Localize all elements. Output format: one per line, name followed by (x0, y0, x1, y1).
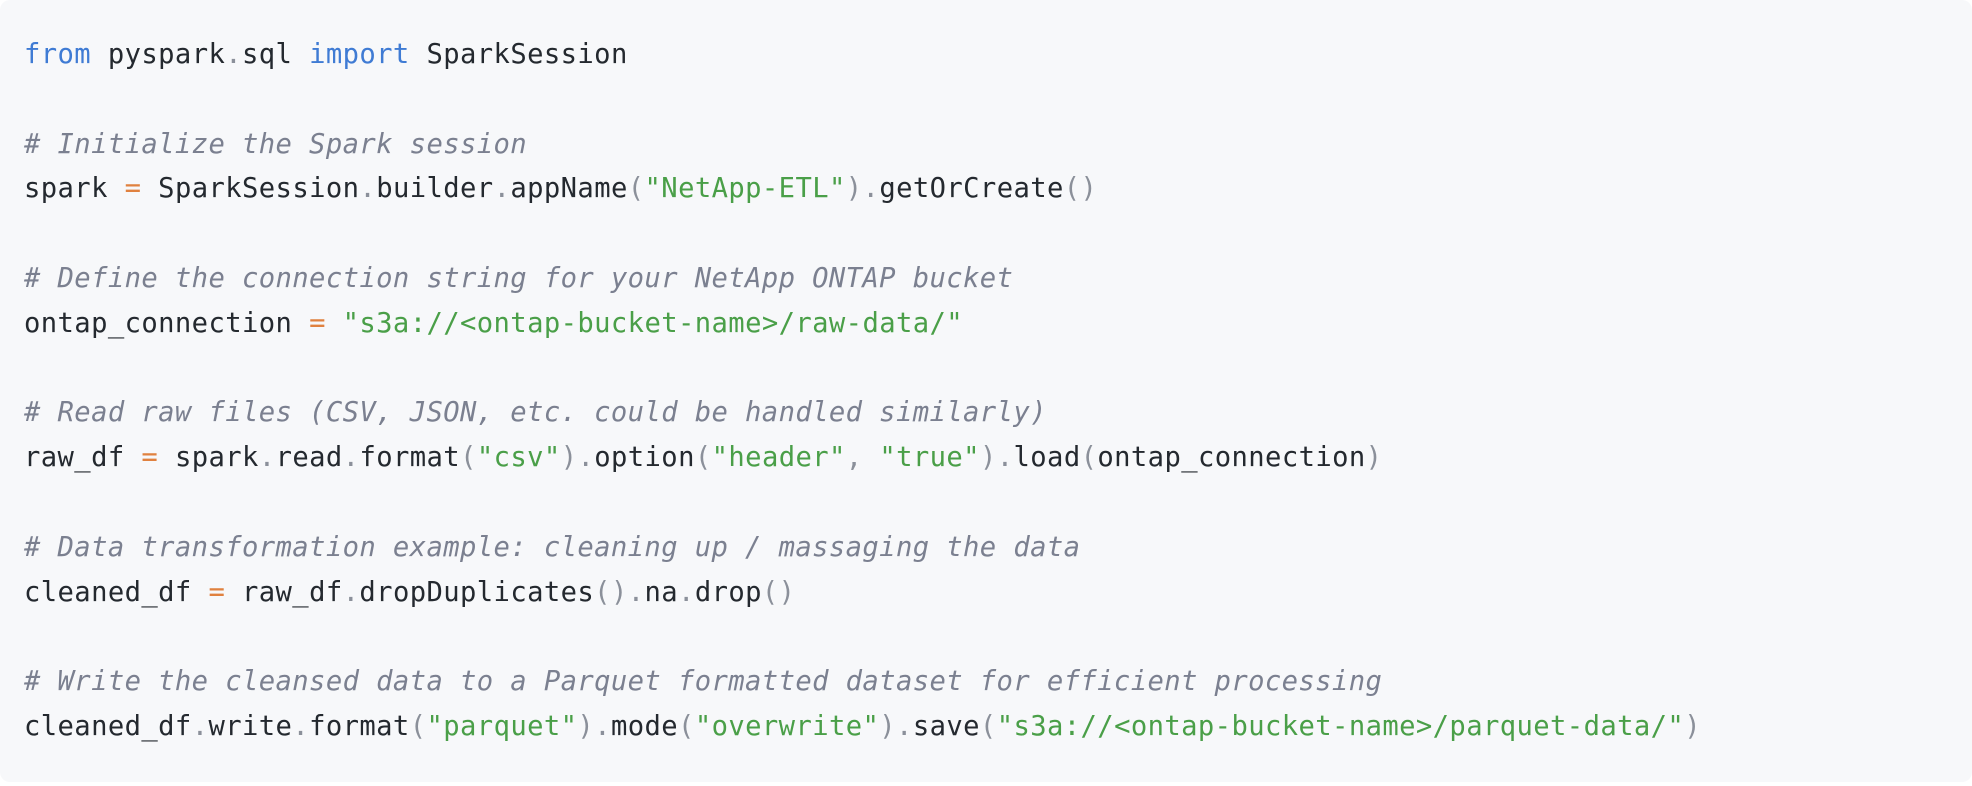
code-punctuation: ) (1684, 710, 1701, 742)
code-line: cleaned_df.write.format("parquet").mode(… (24, 705, 1948, 750)
code-text: ontap_connection (1097, 442, 1366, 474)
code-string: "s3a://<ontap-bucket-name>/parquet-data/… (996, 710, 1685, 742)
code-text: raw_df (225, 576, 343, 608)
code-text: pyspark (91, 39, 226, 70)
code-punctuation: ). (577, 710, 611, 742)
code-text: SparkSession (409, 39, 628, 70)
code-line: spark = SparkSession.builder.appName("Ne… (24, 167, 1948, 212)
code-string: "overwrite" (694, 710, 880, 742)
code-punctuation: ) (1365, 442, 1383, 474)
code-text: cleaned_df (24, 576, 209, 608)
code-text: dropDuplicates (359, 576, 595, 608)
code-punctuation: ). (845, 173, 880, 205)
code-text: getOrCreate (879, 173, 1064, 205)
code-text (326, 308, 343, 339)
code-punctuation: ). (560, 442, 595, 474)
code-blank-line (24, 615, 1948, 660)
code-text: SparkSession (141, 173, 360, 205)
code-punctuation: ( (627, 173, 645, 205)
code-punctuation: ( (678, 710, 695, 742)
code-text: format (359, 442, 461, 474)
code-string: "s3a://<ontap-bucket-name>/raw-data/" (342, 307, 964, 339)
code-string: "true" (879, 442, 980, 474)
code-punctuation: . (342, 576, 360, 608)
code-text: read (275, 442, 343, 474)
code-comment: # Data transformation example: cleaning … (24, 531, 1081, 563)
code-punctuation: . (678, 576, 695, 608)
code-text: mode (610, 710, 679, 742)
code-punctuation: ). (879, 710, 913, 742)
code-text: load (1013, 442, 1081, 474)
code-punctuation: . (342, 442, 360, 474)
code-comment: # Initialize the Spark session (24, 128, 528, 160)
code-text: ontap_connection (24, 307, 310, 339)
code-operator: = (141, 442, 159, 474)
code-text: spark (24, 173, 125, 205)
code-comment: # Write the cleansed data to a Parquet f… (24, 666, 1383, 698)
code-line: raw_df = spark.read.format("csv").option… (24, 436, 1948, 481)
code-comment: # Read raw files (CSV, JSON, etc. could … (24, 397, 1047, 429)
code-text: drop (694, 576, 762, 608)
code-string: "parquet" (426, 710, 578, 742)
code-punctuation: . (493, 173, 511, 205)
code-punctuation: (). (594, 576, 645, 608)
code-punctuation: . (258, 442, 276, 474)
code-string: "csv" (476, 442, 561, 474)
code-comment: # Define the connection string for your … (24, 262, 1014, 294)
code-text: spark (158, 442, 259, 474)
code-punctuation: ). (979, 442, 1014, 474)
code-punctuation: ( (409, 710, 427, 742)
code-operator: = (309, 307, 326, 339)
code-punctuation: () (761, 576, 796, 608)
code-line: ontap_connection = "s3a://<ontap-bucket-… (24, 302, 1948, 347)
code-text: appName (510, 173, 628, 205)
code-string: "NetApp-ETL" (644, 173, 846, 205)
code-comment-line: # Data transformation example: cleaning … (24, 526, 1948, 571)
code-comment-line: # Initialize the Spark session (24, 123, 1948, 168)
code-line: cleaned_df = raw_df.dropDuplicates().na.… (24, 571, 1948, 616)
code-operator: = (124, 173, 142, 205)
code-text: format (309, 710, 410, 742)
code-keyword: import (309, 39, 410, 70)
code-punctuation: , (845, 442, 880, 474)
code-comment-line: # Read raw files (CSV, JSON, etc. could … (24, 391, 1948, 436)
code-blank-line (24, 78, 1948, 123)
code-blank-line (24, 212, 1948, 257)
code-text: cleaned_df (24, 710, 192, 742)
code-punctuation: . (225, 39, 243, 70)
code-punctuation: . (292, 710, 310, 742)
code-text: raw_df (24, 442, 142, 474)
code-blank-line (24, 481, 1948, 526)
code-content[interactable]: from pyspark.sql import SparkSession # I… (24, 33, 1948, 750)
code-text: sql (242, 39, 310, 70)
code-punctuation: () (1063, 173, 1098, 205)
code-text: na (644, 576, 679, 608)
code-punctuation: ( (694, 442, 712, 474)
code-comment-line: # Define the connection string for your … (24, 257, 1948, 302)
code-string: "header" (711, 442, 846, 474)
code-punctuation: ( (979, 710, 997, 742)
code-line: from pyspark.sql import SparkSession (24, 33, 1948, 78)
code-keyword: from (24, 39, 92, 70)
code-punctuation: ( (460, 442, 477, 474)
code-punctuation: . (359, 173, 377, 205)
code-punctuation: . (191, 710, 209, 742)
code-blank-line (24, 347, 1948, 392)
code-text: write (208, 710, 293, 742)
code-operator: = (208, 576, 226, 608)
code-comment-line: # Write the cleansed data to a Parquet f… (24, 660, 1948, 705)
code-punctuation: ( (1080, 442, 1098, 474)
code-text: save (912, 710, 980, 742)
code-text: builder (376, 173, 494, 205)
code-text: option (594, 442, 695, 474)
